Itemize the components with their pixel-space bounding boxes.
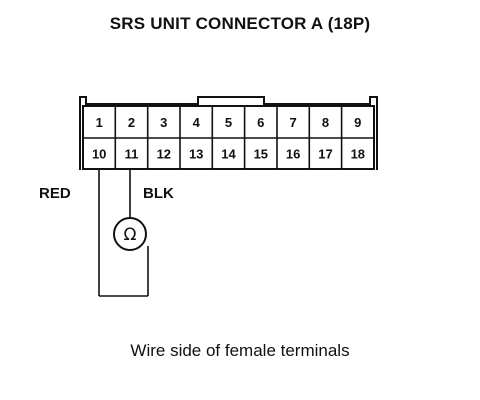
pin-number-4: 4 <box>193 115 201 130</box>
pin-number-6: 6 <box>257 115 264 130</box>
diagram-caption: Wire side of female terminals <box>130 341 350 360</box>
diagram-title: SRS UNIT CONNECTOR A (18P) <box>109 14 371 33</box>
pin-number-15: 15 <box>254 147 268 162</box>
pin-number-9: 9 <box>354 115 361 130</box>
pin-number-10: 10 <box>92 147 106 162</box>
red-wire-label: RED <box>39 185 71 202</box>
connector-housing <box>79 96 378 170</box>
pin-number-3: 3 <box>160 115 167 130</box>
pin-number-1: 1 <box>96 115 103 130</box>
pin-number-7: 7 <box>289 115 296 130</box>
pin-number-11: 11 <box>125 147 139 162</box>
pin-number-14: 14 <box>221 147 236 162</box>
pin-number-17: 17 <box>318 147 332 162</box>
pin-number-13: 13 <box>189 147 203 162</box>
blk-wire-label: BLK <box>143 185 174 202</box>
pin-number-12: 12 <box>157 147 171 162</box>
pin-number-16: 16 <box>286 147 300 162</box>
pin-number-18: 18 <box>351 147 365 162</box>
ohm-symbol: Ω <box>124 225 137 245</box>
pin-number-5: 5 <box>225 115 232 130</box>
pin-number-2: 2 <box>128 115 135 130</box>
column-dividers <box>114 106 343 169</box>
pin-number-8: 8 <box>322 115 329 130</box>
ohmmeter-icon <box>113 217 147 251</box>
